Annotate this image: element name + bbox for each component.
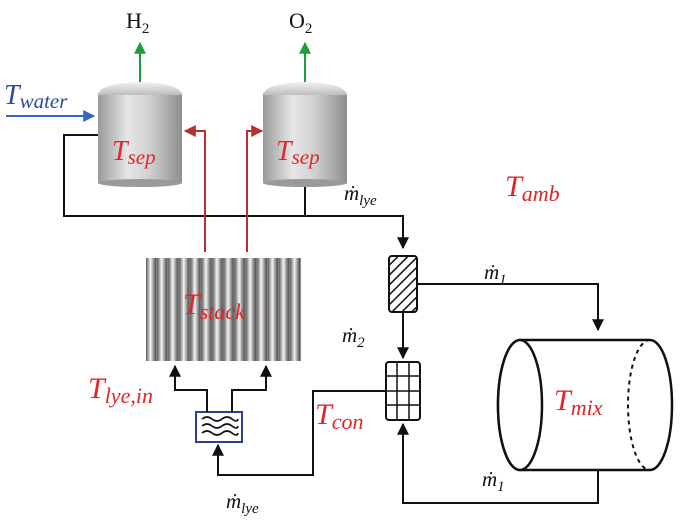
stack-rib [179,258,190,361]
stack-rib [289,258,300,361]
mixer-temperature-label: Tmix [554,384,603,420]
lye-return-pipe [63,134,409,250]
stack-rib [201,258,212,361]
stack-rib [223,258,234,361]
condenser-exchanger [385,361,421,421]
stack-rib [278,258,289,361]
flow-m1-label-top: ṁ1 [484,260,507,288]
h2-label: H2 [126,8,149,37]
lye-flow-label-top: ṁlye [344,181,377,209]
stack-rib [234,258,245,361]
separator-tank-o2 [263,82,347,187]
electrolyzer-stack [146,258,301,361]
o2-label: O2 [289,8,312,37]
splitter-to-mixer-pipe [417,283,604,332]
h2-gas-riser [183,125,206,252]
flow-splitter-exchanger [388,255,418,313]
separator-temperature-label-2: Tsep [276,136,320,169]
stack-rib [245,258,256,361]
separator-tank-h2 [98,82,182,187]
stack-temperature-label: Tstack [183,288,246,324]
mixer-return-pipe [397,422,599,504]
condenser-to-heater-pipe [212,390,386,476]
mixing-tank [496,338,674,472]
stack-rib [212,258,223,361]
stack-rib [146,258,157,361]
stack-rib [157,258,168,361]
lye-inlet-temperature-label: Tlye,in [88,372,153,408]
separator-temperature-label-1: Tsep [112,136,156,169]
condenser-temperature-label: Tcon [315,398,363,434]
stack-rib [256,258,267,361]
heater-to-stack-pipe-left [169,364,208,412]
o2-gas-riser [246,125,264,252]
flow-m1-label-bottom: ṁ1 [482,467,505,495]
flow-m2-label: ṁ2 [342,323,365,351]
water-temperature-label: Twater [4,80,68,113]
lye-flow-label-bottom: ṁlye [226,489,259,517]
stack-rib [190,258,201,361]
ambient-temperature-label: Tamb [505,170,560,206]
stack-rib [168,258,179,361]
stack-rib [267,258,278,361]
heater-to-stack-pipe-right [231,364,272,412]
lye-inlet-heater [195,411,243,443]
